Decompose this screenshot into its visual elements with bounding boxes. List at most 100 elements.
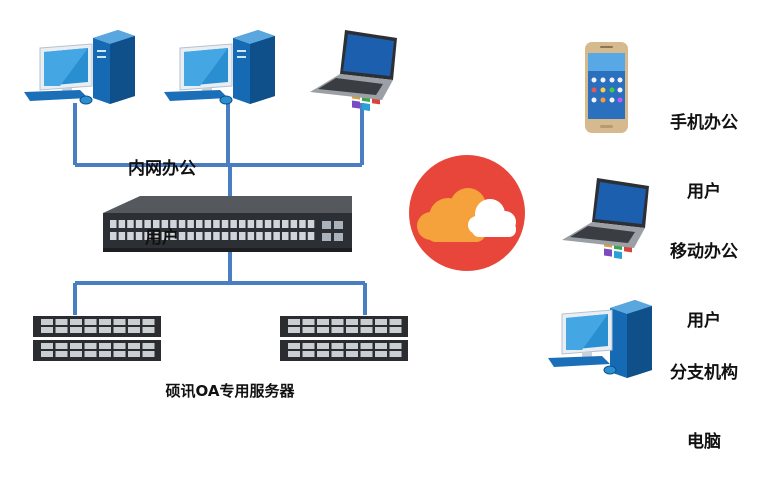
drive-bay	[360, 327, 373, 333]
drive-bay	[41, 351, 53, 357]
switch-port	[178, 220, 186, 228]
drive-bay	[70, 319, 82, 325]
drive-bay	[302, 327, 315, 333]
drive-bay	[288, 327, 300, 333]
drive-bay	[317, 343, 329, 349]
drive-bay	[288, 351, 300, 357]
switch-port	[144, 220, 151, 228]
drive-bay	[99, 343, 111, 349]
branch-office-computer-label: 分支机构 电脑	[654, 316, 754, 477]
server-rack-left-icon	[33, 316, 161, 361]
drive-bay	[84, 343, 97, 349]
switch-port	[196, 220, 203, 228]
drive-bay	[360, 319, 373, 325]
drive-bay	[99, 327, 111, 333]
switch-port	[290, 232, 298, 240]
switch-port	[282, 220, 289, 228]
drive-bay	[128, 319, 140, 325]
drive-bay	[302, 351, 315, 357]
drive-bay	[317, 327, 329, 333]
switch-port	[264, 220, 272, 228]
drive-bay	[375, 327, 387, 333]
drive-bay	[389, 343, 402, 349]
switch-port	[135, 220, 143, 228]
drive-bay	[70, 351, 82, 357]
mobile-phone-users-label-line2: 用户	[687, 182, 721, 202]
uplink-port	[322, 233, 331, 241]
drive-bay	[331, 327, 344, 333]
drive-bay	[375, 351, 387, 357]
laptop-icon	[310, 30, 397, 112]
switch-port	[144, 232, 151, 240]
switch-port	[256, 232, 263, 240]
mobile-office-users-label: 移动办公 用户	[654, 195, 754, 356]
switch-port	[187, 220, 194, 228]
drive-bay	[346, 319, 358, 325]
drive-bay	[375, 343, 387, 349]
switch-port	[213, 232, 220, 240]
desktop-computer-2-icon	[164, 30, 275, 105]
switch-port	[247, 232, 255, 240]
drive-bay	[142, 319, 155, 325]
switch-port	[204, 220, 212, 228]
drive-bay	[302, 343, 315, 349]
drive-bay	[55, 319, 68, 325]
drive-bay	[99, 351, 111, 357]
drive-bay	[55, 343, 68, 349]
drive-bay	[389, 351, 402, 357]
switch-port	[161, 220, 169, 228]
drive-bay	[360, 343, 373, 349]
switch-port	[239, 232, 246, 240]
drive-bay	[128, 343, 140, 349]
drive-bay	[288, 319, 300, 325]
drive-bay	[375, 319, 387, 325]
switch-port	[307, 232, 315, 240]
drive-bay	[84, 327, 97, 333]
drive-bay	[389, 319, 402, 325]
drive-bay	[128, 327, 140, 333]
switch-port	[221, 220, 229, 228]
drive-bay	[317, 351, 329, 357]
switch-port	[161, 232, 169, 240]
switch-port	[187, 232, 194, 240]
drive-bay	[84, 319, 97, 325]
cloud-service-icon	[409, 155, 525, 271]
branch-office-computer-label-line1: 分支机构	[670, 363, 738, 383]
drive-bay	[389, 327, 402, 333]
drive-bay	[113, 343, 126, 349]
switch-port	[273, 232, 280, 240]
mobile-office-users-label-line1: 移动办公	[670, 242, 738, 262]
drive-bay	[331, 343, 344, 349]
drive-bay	[41, 327, 53, 333]
switch-port	[247, 220, 255, 228]
switch-port	[118, 220, 126, 228]
mobile-office-users-label-line2: 用户	[687, 311, 721, 331]
uplink-port	[334, 221, 343, 229]
switch-port	[178, 232, 186, 240]
drive-bay	[331, 351, 344, 357]
mobile-laptop-icon	[562, 178, 649, 260]
switch-port	[153, 232, 160, 240]
drive-bay	[128, 351, 140, 357]
drive-bay	[346, 351, 358, 357]
drive-bay	[55, 327, 68, 333]
drive-bay	[113, 327, 126, 333]
switch-port	[273, 220, 280, 228]
uplink-port	[334, 233, 343, 241]
switch-port	[170, 232, 177, 240]
branch-office-computer-label-line2: 电脑	[687, 432, 721, 452]
branch-computer-icon	[548, 300, 652, 378]
drive-bay	[70, 343, 82, 349]
switch-port	[282, 232, 289, 240]
switch-port	[170, 220, 177, 228]
switch-port	[307, 220, 315, 228]
drive-bay	[113, 319, 126, 325]
switch-port	[153, 220, 160, 228]
drive-bay	[41, 343, 53, 349]
drive-bay	[142, 343, 155, 349]
white-cloud-shape	[468, 199, 516, 237]
switch-port	[299, 232, 306, 240]
network-switch-icon	[103, 196, 352, 252]
switch-port	[256, 220, 263, 228]
switch-port	[196, 232, 203, 240]
